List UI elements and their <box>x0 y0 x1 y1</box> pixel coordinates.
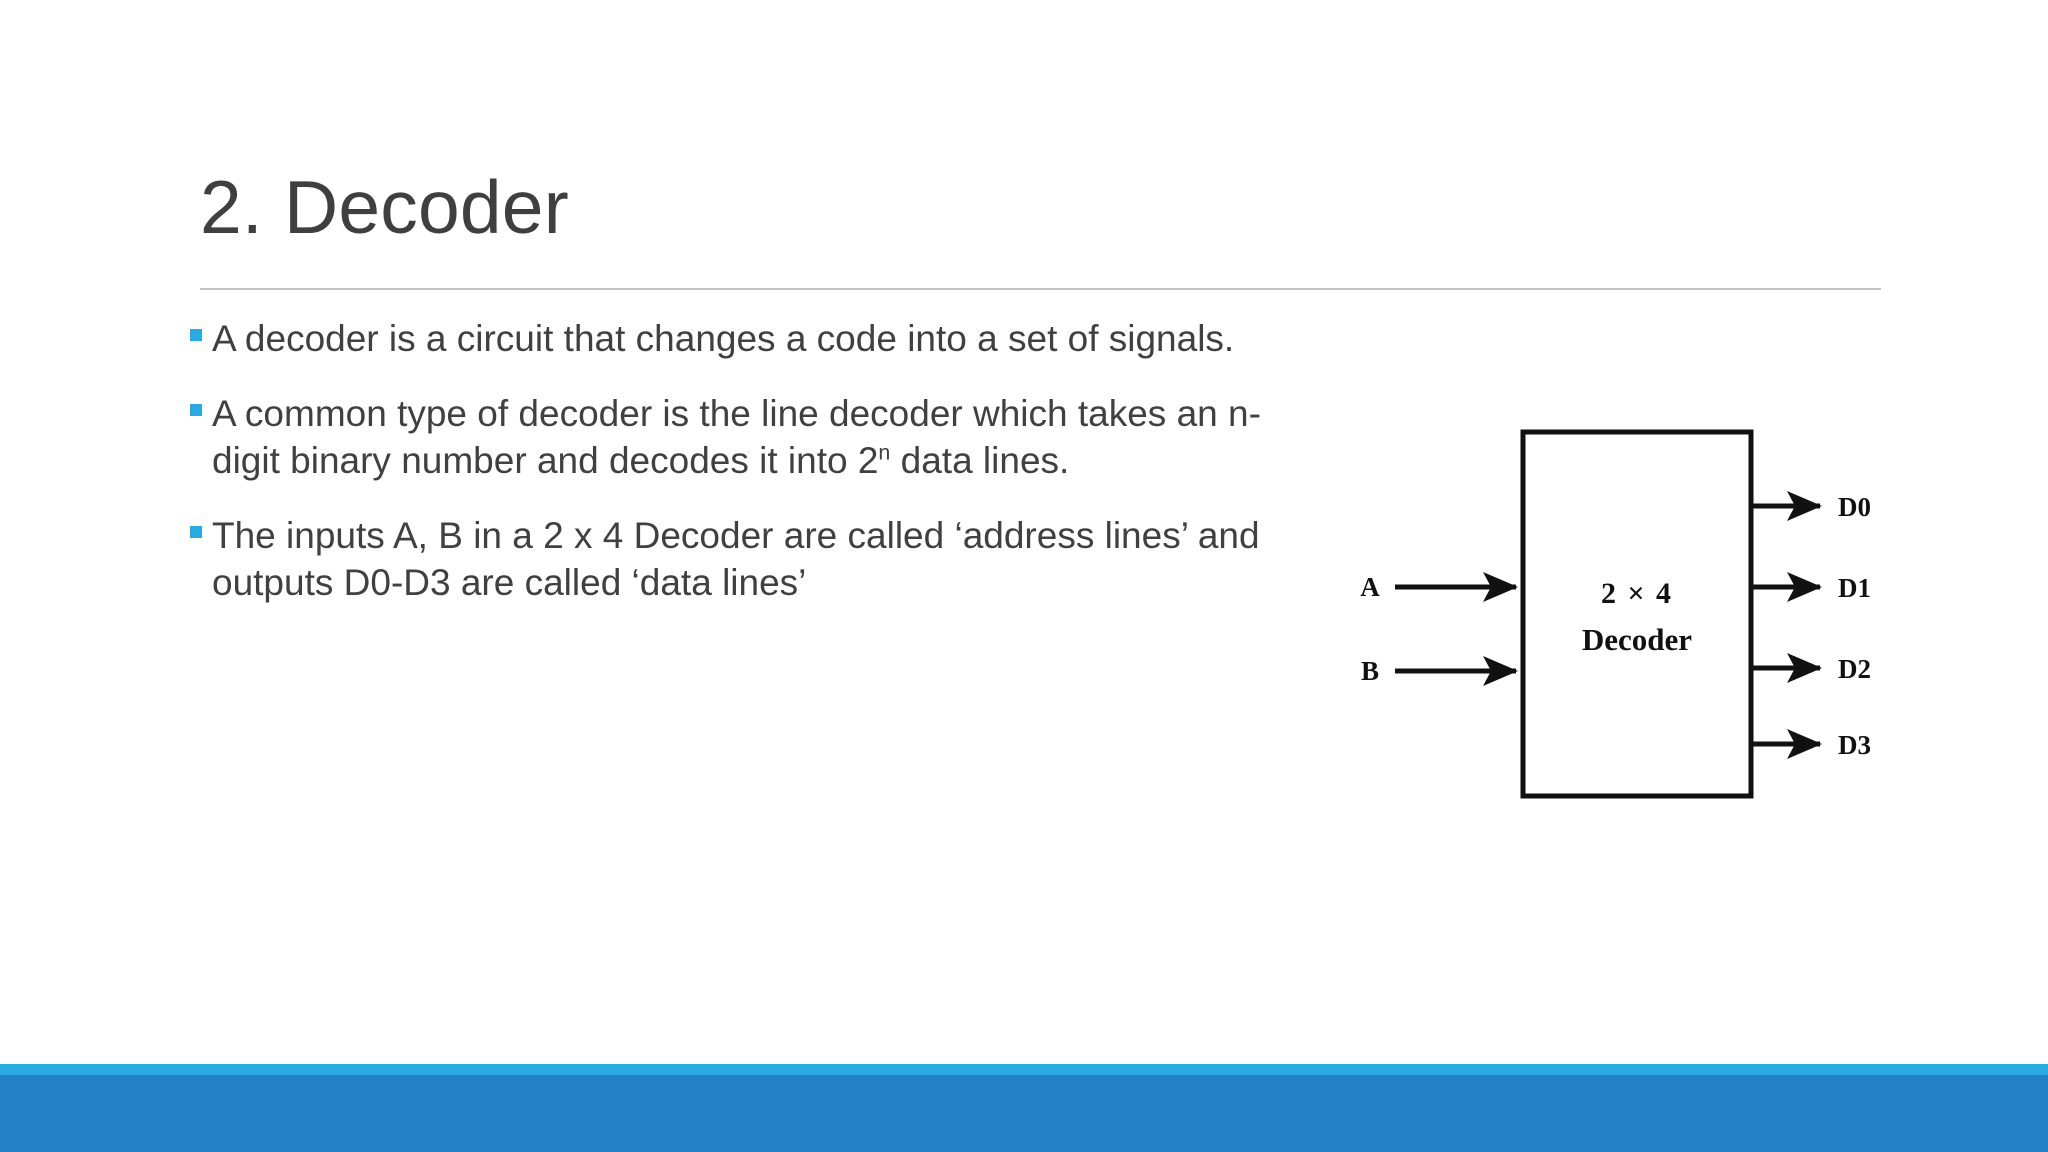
output-label-d1: D1 <box>1838 573 1871 603</box>
output-label-d3: D3 <box>1838 730 1871 760</box>
title-block: 2. Decoder <box>200 168 1880 247</box>
page-title: 2. Decoder <box>200 165 569 249</box>
bullet-square-icon <box>190 329 202 341</box>
bullet-text-2: A common type of decoder is the line dec… <box>212 393 1261 481</box>
bullet-text-2-post: data lines. <box>890 439 1070 481</box>
output-label-d2: D2 <box>1838 654 1871 684</box>
bullet-square-icon <box>190 403 202 416</box>
bullet-text-1: A decoder is a circuit that changes a co… <box>212 318 1234 359</box>
bullet-text-3: The inputs A, B in a 2 x 4 Decoder are c… <box>212 515 1260 603</box>
decoder-caption-top: 2 × 4 <box>1601 577 1673 610</box>
bullet-text-3-pre: The inputs A, B in a 2 x 4 Decoder are c… <box>212 514 1260 603</box>
footer-band <box>0 1075 2048 1152</box>
bullet-text-2-pre: A common type of decoder is the line dec… <box>212 392 1261 481</box>
input-label-a: A <box>1360 572 1380 602</box>
bullet-item-1: A decoder is a circuit that changes a co… <box>190 316 1300 363</box>
decoder-diagram-svg: 2 × 4 Decoder A B D0 D1 D2 D3 <box>1360 429 1871 799</box>
bullet-square-icon <box>190 525 202 538</box>
bullet-item-3: The inputs A, B in a 2 x 4 Decoder are c… <box>190 513 1300 607</box>
output-label-d0: D0 <box>1838 492 1871 522</box>
footer-accent-band <box>0 1064 2048 1075</box>
title-divider <box>200 288 1881 290</box>
bullet-text-2-superscript: n <box>878 440 891 465</box>
body-bullet-list: A decoder is a circuit that changes a co… <box>190 316 1300 607</box>
decoder-caption-bottom: Decoder <box>1582 622 1692 657</box>
input-label-b: B <box>1361 656 1379 686</box>
bullet-text-1-pre: A decoder is a circuit that changes a co… <box>212 318 1235 359</box>
bullet-item-2: A common type of decoder is the line dec… <box>190 391 1300 485</box>
decoder-block-diagram: 2 × 4 Decoder A B D0 D1 D2 D3 <box>1340 400 1910 825</box>
decoder-box <box>1520 429 1754 799</box>
